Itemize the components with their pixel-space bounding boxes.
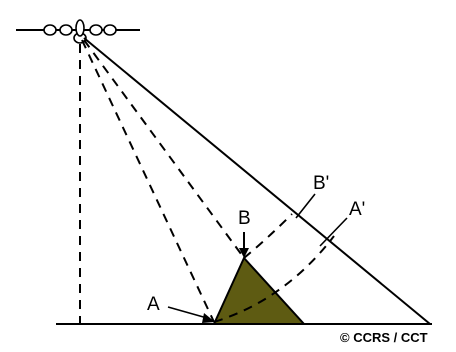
label-b: B [238, 208, 251, 229]
a-arrowhead [202, 313, 215, 323]
wavefront-arc-b [243, 213, 293, 259]
b-arrowhead [239, 248, 249, 258]
aircraft-icon [43, 19, 117, 44]
beam-to-b [83, 39, 245, 259]
wavefront-arc-a [213, 235, 335, 323]
b-prime-leader [295, 193, 316, 219]
label-a: A [147, 294, 160, 315]
beam-to-a [81, 39, 215, 323]
a-prime-leader [319, 217, 348, 247]
label-b-prime: B' [313, 173, 329, 194]
far-range-beam [83, 37, 431, 325]
label-a-prime: A' [349, 199, 365, 220]
a-arrow [167, 306, 208, 319]
copyright-credit: © CCRS / CCT [340, 330, 428, 345]
terrain-slope [212, 256, 307, 325]
